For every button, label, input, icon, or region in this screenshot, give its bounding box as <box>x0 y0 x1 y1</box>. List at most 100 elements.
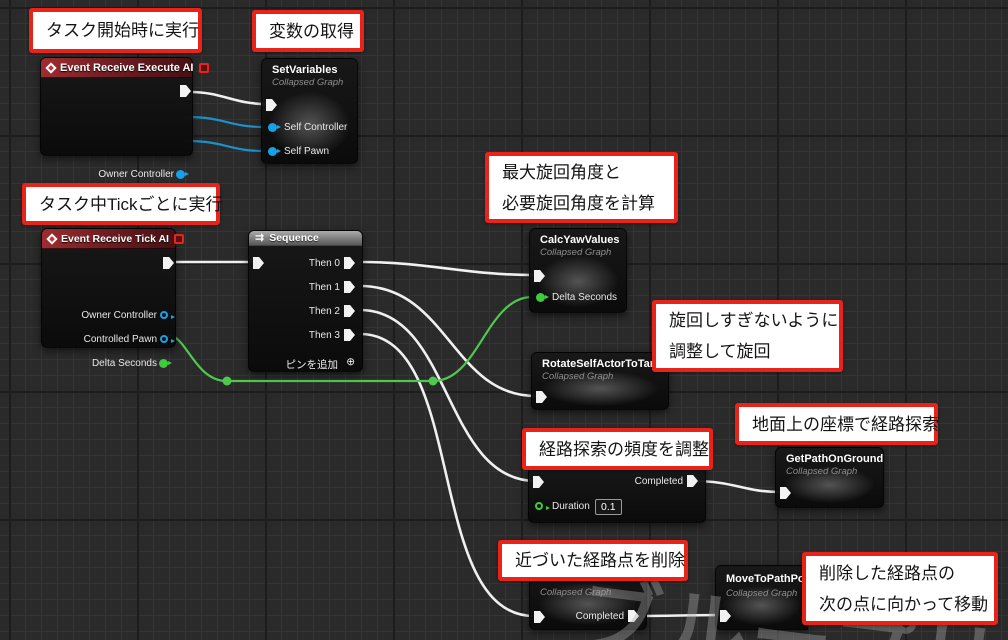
exec-input-pin[interactable] <box>780 487 791 499</box>
node-event-receive-execute-ai[interactable]: Event Receive Execute AI Owner Controlle… <box>40 57 209 204</box>
annotation-ground-path: 地面上の座標で経路探索 <box>735 403 939 445</box>
annotation-tick-execute: タスク中Tickごとに実行 <box>22 183 223 225</box>
collapsed-glow <box>542 370 658 406</box>
node-subtitle: Collapsed Graph <box>786 466 858 477</box>
exec-output-pin[interactable] <box>163 257 174 269</box>
delta-seconds-pin[interactable] <box>159 359 172 368</box>
controlled-pawn-pin[interactable] <box>160 335 175 343</box>
annotation-move-next: 削除した経路点の 次の点に向かって移動 <box>802 552 998 625</box>
exec-input-pin[interactable] <box>536 391 547 403</box>
owner-controller-pin[interactable] <box>176 170 189 179</box>
reroute-dot <box>428 376 438 386</box>
pin-label: Duration <box>552 501 590 512</box>
node-title: Event Receive Execute AI <box>60 61 194 74</box>
exec-output-pin[interactable] <box>180 85 191 97</box>
event-icon <box>46 232 58 245</box>
node-subtitle: Collapsed Graph <box>540 587 612 598</box>
annotation-path-frequency: 経路探索の頻度を調整 <box>522 428 713 470</box>
node-header[interactable]: Event Receive Tick AI <box>42 229 184 249</box>
annotation-task-start: タスク開始時に実行 <box>29 8 202 53</box>
node-subtitle: Collapsed Graph <box>272 77 344 88</box>
event-badge-icon <box>173 233 184 244</box>
node-title: Event Receive Tick AI <box>61 232 169 245</box>
duration-value-input[interactable]: 0.1 <box>595 499 622 515</box>
annotation-adjust-turn: 旋回しすぎないように 調整して旋回 <box>652 300 843 372</box>
exec-input-pin[interactable] <box>533 476 544 488</box>
exec-input-pin[interactable] <box>534 270 545 282</box>
pin-label: Controlled Pawn <box>83 334 157 345</box>
pin-label: Then 2 <box>308 306 340 317</box>
annotation-delete-point: 近づいた経路点を削除 <box>498 540 688 581</box>
pin-label: Completed <box>634 476 683 487</box>
node-move-to-path-point[interactable]: MoveToPathPoint Collapsed Graph <box>715 565 818 630</box>
node-title: MoveToPathPoint <box>726 573 819 585</box>
pin-label: Delta Seconds <box>91 358 157 369</box>
pin-label: Self Controller <box>284 122 348 133</box>
exec-wires <box>172 90 782 618</box>
node-title: Sequence <box>269 232 319 244</box>
annotation-text: 次の点に向かって移動 <box>819 594 989 614</box>
pin-label: Delta Seconds <box>552 292 618 303</box>
pin-label: Then 3 <box>308 330 340 341</box>
annotation-text: 近づいた経路点を削除 <box>515 551 685 570</box>
node-set-variables[interactable]: SetVariables Collapsed Graph Self Contro… <box>261 58 358 164</box>
node-get-path-on-ground[interactable]: GetPathOnGround Collapsed Graph <box>775 447 884 508</box>
node-title: SetVariables <box>272 64 338 76</box>
collapsed-glow <box>723 586 800 626</box>
self-controller-pin[interactable] <box>268 123 281 132</box>
sequence-icon: ⇉ <box>255 231 265 244</box>
pin-label: Owner Controller <box>98 169 174 180</box>
exec-input-pin[interactable] <box>534 611 545 623</box>
annotation-text: 地面上の座標で経路探索 <box>752 414 939 434</box>
collapsed-glow <box>539 582 637 625</box>
delta-seconds-pin[interactable] <box>536 293 549 302</box>
event-badge-icon <box>198 62 209 73</box>
add-pin-icon[interactable]: ⊕ <box>346 356 355 368</box>
pin-label: Then 1 <box>308 282 340 293</box>
then-0-pin[interactable] <box>344 257 355 269</box>
node-event-receive-tick-ai[interactable]: Event Receive Tick AI Owner Controller C… <box>41 228 184 369</box>
annotation-text: 変数の取得 <box>269 21 354 41</box>
node-header[interactable]: ⇉ Sequence <box>249 231 362 246</box>
node-sequence[interactable]: ⇉ Sequence Then 0 Then 1 Then 2 Then 3 ピ… <box>248 230 363 372</box>
node-header[interactable]: Event Receive Execute AI <box>41 58 209 78</box>
node-subtitle: Collapsed Graph <box>726 588 798 599</box>
then-1-pin[interactable] <box>344 281 355 293</box>
add-pin-label[interactable]: ピンを追加 <box>285 359 339 371</box>
node-title: RotateSelfActorToTarget <box>542 358 671 370</box>
annotation-get-variables: 変数の取得 <box>252 10 364 52</box>
collapsed-glow <box>537 255 619 308</box>
pin-label: Then 0 <box>308 258 340 269</box>
exec-input-pin[interactable] <box>253 257 264 269</box>
annotation-text: 最大旋回角度と <box>502 162 621 182</box>
then-3-pin[interactable] <box>344 329 355 341</box>
reroute-dot <box>222 376 232 386</box>
self-pawn-pin[interactable] <box>268 147 281 156</box>
completed-output-pin[interactable] <box>687 475 698 487</box>
node-rotate-self-actor-to-target[interactable]: RotateSelfActorToTarget Collapsed Graph <box>531 352 671 410</box>
node-title: CalcYawValues <box>540 234 620 246</box>
exec-input-pin[interactable] <box>720 610 731 622</box>
pin-label: Self Pawn <box>284 146 330 157</box>
exec-input-pin[interactable] <box>266 99 277 111</box>
node-subtitle: Collapsed Graph <box>542 371 614 382</box>
annotation-text: タスク開始時に実行 <box>46 21 199 40</box>
event-icon <box>45 61 57 74</box>
duration-pin[interactable] <box>535 502 550 510</box>
annotation-calc-turn: 最大旋回角度と 必要旋回角度を計算 <box>485 152 678 223</box>
annotation-text: 旋回しすぎないように <box>669 311 839 330</box>
float-wire <box>166 295 532 386</box>
node-calc-yaw-values[interactable]: CalcYawValues Collapsed Graph Delta Seco… <box>529 228 627 313</box>
annotation-text: 削除した経路点の <box>819 563 955 583</box>
annotation-text: 必要旋回角度を計算 <box>502 193 655 213</box>
owner-controller-pin[interactable] <box>160 311 175 319</box>
collapsed-glow <box>269 92 350 157</box>
then-2-pin[interactable] <box>344 305 355 317</box>
node-delay[interactable]: Completed Duration 0.1 <box>528 466 706 523</box>
completed-output-pin[interactable] <box>628 610 639 622</box>
node-subtitle: Collapsed Graph <box>540 247 612 258</box>
object-wires <box>184 115 266 153</box>
collapsed-glow <box>784 466 875 504</box>
